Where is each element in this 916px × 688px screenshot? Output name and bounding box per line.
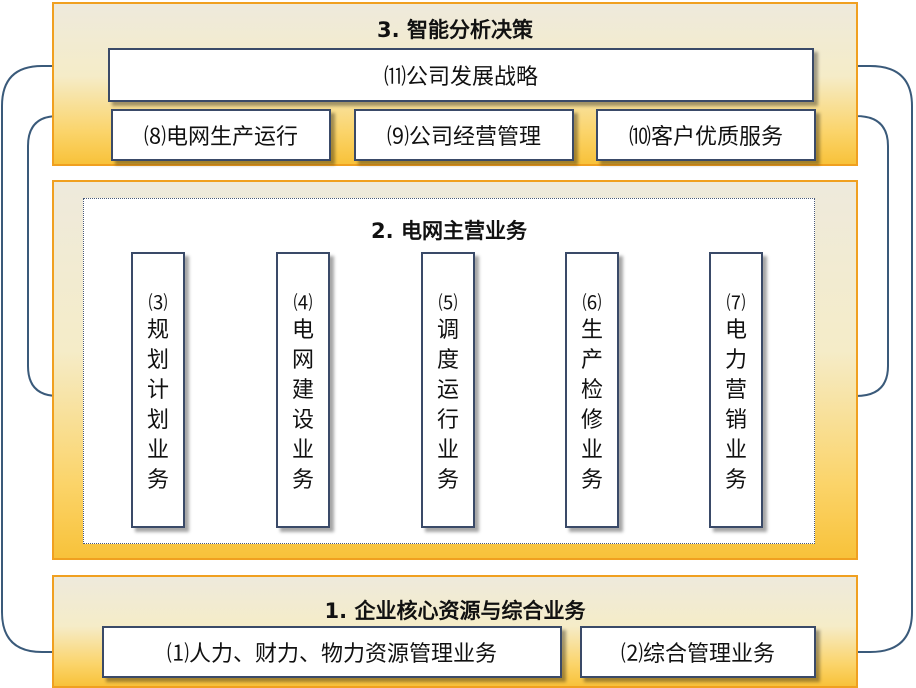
column-char: 调 xyxy=(436,318,459,343)
company-strategy-box: ⑾公司发展战略 xyxy=(108,48,814,102)
column-char: 度 xyxy=(436,348,459,373)
column-char: 业 xyxy=(724,438,747,463)
layer-2-title: 2. 电网主营业务 xyxy=(371,219,527,243)
column-number: ⑺ xyxy=(726,292,746,314)
inner-right-connector xyxy=(855,115,889,397)
dispatch-operation-column: ⑸ 调 度 运 行 业 务 xyxy=(421,252,475,528)
inner-left-connector xyxy=(27,115,59,397)
column-char: 网 xyxy=(291,348,314,373)
column-char: 电 xyxy=(724,318,747,343)
column-char: 规 xyxy=(146,318,169,343)
power-marketing-column: ⑺ 电 力 营 销 业 务 xyxy=(709,252,763,528)
column-char: 产 xyxy=(580,348,603,373)
layer-1-title: 1. 企业核心资源与综合业务 xyxy=(324,599,586,623)
column-number: ⑶ xyxy=(148,292,168,314)
business-management-box: ⑼公司经营管理 xyxy=(354,109,574,161)
column-char: 务 xyxy=(724,468,747,493)
column-char: 务 xyxy=(146,468,169,493)
column-char: 务 xyxy=(436,468,459,493)
outer-left-connector xyxy=(1,65,52,653)
column-number: ⑹ xyxy=(582,292,602,314)
maintenance-column: ⑹ 生 产 检 修 业 务 xyxy=(565,252,619,528)
column-number: ⑸ xyxy=(438,292,458,314)
column-char: 销 xyxy=(724,408,747,433)
outer-right-connector xyxy=(858,65,913,653)
column-char: 运 xyxy=(436,378,459,403)
column-char: 营 xyxy=(724,378,747,403)
column-char: 行 xyxy=(436,408,459,433)
column-number: ⑷ xyxy=(293,292,313,314)
column-char: 修 xyxy=(580,408,603,433)
column-char: 检 xyxy=(580,378,603,403)
column-char: 力 xyxy=(724,348,747,373)
column-char: 划 xyxy=(146,408,169,433)
resource-management-box: ⑴人力、财力、物力资源管理业务 xyxy=(102,626,562,678)
column-char: 生 xyxy=(580,318,603,343)
column-char: 设 xyxy=(291,408,314,433)
column-char: 业 xyxy=(146,438,169,463)
column-char: 计 xyxy=(146,378,169,403)
planning-business-column: ⑶ 规 划 计 划 业 务 xyxy=(131,252,185,528)
grid-construction-column: ⑷ 电 网 建 设 业 务 xyxy=(276,252,330,528)
customer-service-box: ⑽客户优质服务 xyxy=(596,109,816,161)
general-management-box: ⑵综合管理业务 xyxy=(580,626,816,678)
column-char: 业 xyxy=(291,438,314,463)
column-char: 电 xyxy=(291,318,314,343)
column-char: 务 xyxy=(580,468,603,493)
column-char: 务 xyxy=(291,468,314,493)
layer-3-title: 3. 智能分析决策 xyxy=(377,18,533,42)
column-char: 业 xyxy=(580,438,603,463)
column-char: 建 xyxy=(291,378,314,403)
column-char: 划 xyxy=(146,348,169,373)
grid-operation-box: ⑻电网生产运行 xyxy=(111,109,331,161)
column-char: 业 xyxy=(436,438,459,463)
